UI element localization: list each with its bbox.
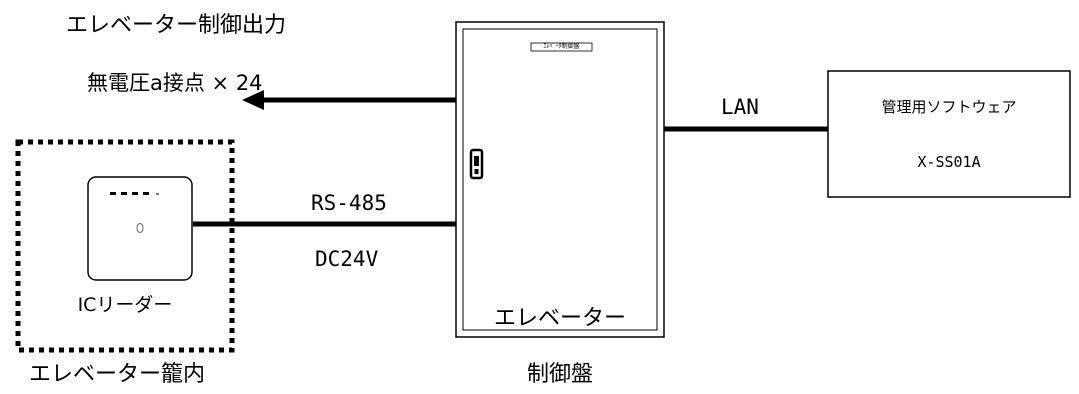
panel-name-line1: エレベーター	[493, 306, 626, 331]
reader-indicator-led	[156, 193, 159, 195]
ic-reader-label: ICリーダー	[77, 294, 173, 316]
output-title: エレベーター制御出力	[66, 13, 287, 38]
reader-indicator-led	[121, 192, 127, 195]
control-panel-cabinet	[455, 21, 665, 338]
reader-indicator-led	[132, 192, 138, 195]
ic-reader-device	[87, 176, 193, 281]
panel-name-line2: 制御盤	[526, 362, 593, 387]
software-name: 管理用ソフトウェア	[881, 98, 1017, 116]
software-box	[827, 70, 1071, 198]
reader-indicator-led	[143, 192, 149, 195]
power-label: DC24V	[315, 247, 379, 271]
lan-label: LAN	[721, 95, 759, 119]
reader-indicator-led	[110, 192, 116, 195]
software-model: X-SS01A	[917, 153, 981, 171]
output-detail: 無電圧a接点 × 24	[87, 71, 263, 95]
panel-nameplate-text: ｴﾚﾍﾞｰﾀ制御盤	[543, 43, 580, 50]
output-arrow-head	[242, 90, 264, 110]
panel-nameplate	[530, 42, 593, 52]
protocol-label: RS-485	[311, 191, 387, 215]
elevator-car-boundary	[15, 139, 235, 353]
elevator-car-label: エレベーター籠内	[29, 362, 206, 387]
reader-sense-mark	[136, 223, 144, 233]
